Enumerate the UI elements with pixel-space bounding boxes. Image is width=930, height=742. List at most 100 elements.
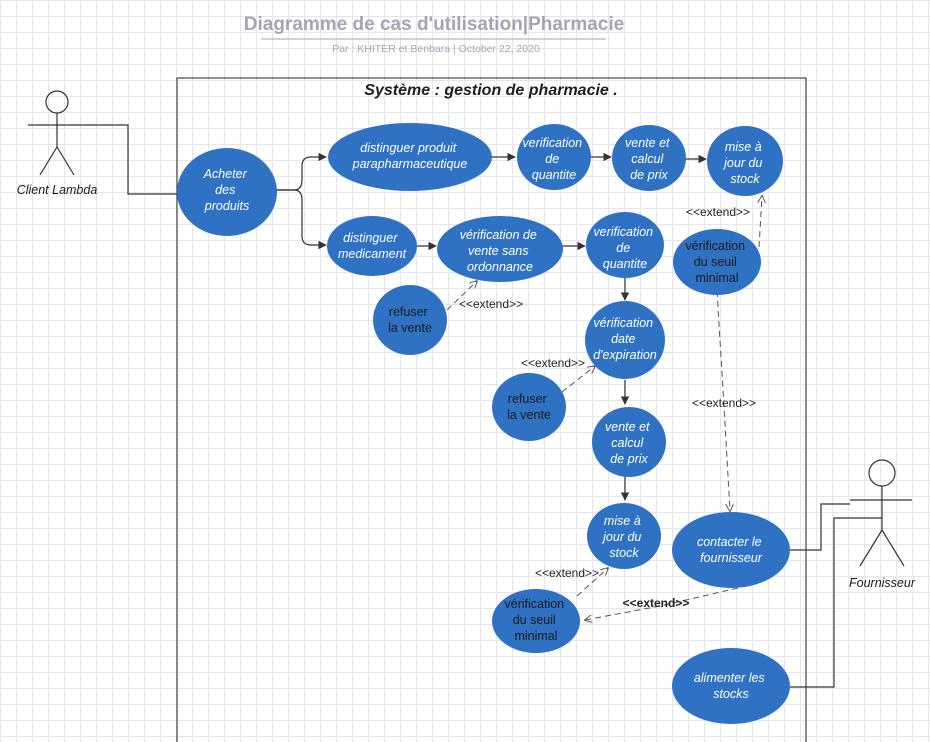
actor-client[interactable]: Client Lambda [17, 90, 98, 197]
extend-refuser-date [561, 366, 595, 393]
use-case-text: verification [593, 225, 653, 239]
actor-fournisseur-label: Fournisseur [849, 576, 916, 590]
use-case-refuser-vente-2[interactable]: refuser la vente [492, 373, 566, 441]
use-case-text: calcul [611, 436, 644, 450]
use-case-text: vérification [504, 597, 564, 611]
diagram-subtitle: Par : KHITER et Benbara | October 22, 20… [332, 43, 540, 55]
use-case-text: jour du [722, 156, 762, 170]
use-case-text: minimal [514, 629, 557, 643]
use-case-text: vente sans [468, 244, 528, 258]
use-case-contacter-fournisseur[interactable]: contacter le fournisseur [672, 512, 790, 588]
extend-label: <<extend>> [623, 596, 690, 610]
use-case-text: verification [522, 136, 582, 150]
system-label: Système : gestion de pharmacie . [364, 82, 617, 99]
use-case-distinguer-parapharmaceutique[interactable]: distinguer produit parapharmaceutique [328, 123, 492, 191]
svg-text:distinguer produit parap: distinguer produit parapharmaceutique [352, 141, 468, 171]
actor-fournisseur-left-leg [859, 529, 883, 567]
svg-text:vente et calcul de: vente et calcul de prix [605, 420, 653, 466]
actor-client-head [45, 90, 69, 114]
svg-text:mise à jour du sto: mise à jour du stock [601, 514, 645, 560]
use-case-text: la vente [507, 408, 551, 422]
use-case-text: alimenter les [694, 671, 765, 685]
use-case-text: vente et [605, 420, 650, 434]
extend-label: <<extend>> [521, 356, 585, 370]
svg-text:Acheter des produi: Acheter des produits [203, 167, 251, 213]
use-case-mise-a-jour-stock-2[interactable]: mise à jour du stock [587, 503, 661, 569]
use-case-vente-calcul-prix-2[interactable]: vente et calcul de prix [592, 407, 666, 477]
diagram-title: Diagramme de cas d'utilisation|Pharmacie [244, 14, 624, 35]
use-case-text: du seuil [694, 255, 737, 269]
use-case-verification-seuil-1[interactable]: vérification du seuil minimal [673, 229, 761, 295]
association-client-acheter [88, 124, 178, 195]
actor-fournisseur[interactable]: Fournisseur [849, 459, 916, 590]
use-case-text: stock [609, 546, 639, 560]
use-case-text: medicament [338, 247, 407, 261]
use-case-verification-seuil-2[interactable]: vérification du seuil minimal [492, 589, 580, 653]
use-case-text: de prix [610, 452, 648, 466]
use-case-verification-date-expiration[interactable]: vérification date d'expiration [585, 301, 665, 379]
use-case-text: du seuil [513, 613, 556, 627]
use-case-text: minimal [695, 271, 738, 285]
use-case-text: refuser [508, 392, 547, 406]
svg-text:distinguer medicament: distinguer medicament [338, 231, 407, 261]
use-case-vente-calcul-prix-1[interactable]: vente et calcul de prix [612, 125, 686, 191]
svg-text:refuser la vente: refuser la vente [507, 392, 551, 422]
use-case-verification-quantite-1[interactable]: verification de quantite [517, 124, 591, 190]
use-case-text: vérification [685, 239, 745, 253]
use-case-text: stock [730, 172, 760, 186]
use-case-text: jour du [601, 530, 641, 544]
use-case-text: de prix [630, 168, 668, 182]
extend-seuil-contacter [716, 290, 730, 511]
use-case-text: des [215, 183, 235, 197]
use-case-text: refuser [389, 305, 428, 319]
use-case-mise-a-jour-stock-1[interactable]: mise à jour du stock [707, 126, 783, 196]
svg-text:verification de qu: verification de quantite [593, 225, 656, 271]
use-case-text: contacter le [697, 535, 762, 549]
use-case-verification-quantite-2[interactable]: verification de quantite [586, 212, 664, 278]
use-case-text: mise à [725, 140, 762, 154]
svg-text:vérification du seuil: vérification du seuil minimal [685, 239, 748, 285]
use-case-text: parapharmaceutique [352, 157, 468, 171]
edge-acheter-distinguer-para [276, 152, 327, 191]
use-case-text: distinguer [343, 231, 398, 245]
extend-label: <<extend>> [692, 396, 756, 410]
use-case-text: produits [204, 199, 249, 213]
use-case-text: Acheter [203, 167, 248, 181]
svg-text:contacter le fournisseur: contacter le fournisseur [697, 535, 765, 565]
use-case-text: vérification [593, 316, 653, 330]
extend-label: <<extend>> [686, 205, 750, 219]
use-case-text: quantite [532, 168, 577, 182]
edge-acheter-distinguer-med [276, 189, 327, 250]
use-case-acheter-produits[interactable]: Acheter des produits [177, 148, 277, 236]
svg-text:verification de qu: verification de quantite [522, 136, 585, 182]
extend-seuil-mise-a-jour-2 [576, 568, 608, 597]
use-case-text: de [616, 241, 630, 255]
use-case-verification-vente-ordonnance[interactable]: vérification de vente sans ordonnance [437, 216, 563, 282]
extend-contacter-seuil [585, 587, 739, 620]
extend-label: <<extend>> [459, 297, 523, 311]
use-case-text: stocks [713, 687, 748, 701]
extend-label: <<extend>> [535, 566, 599, 580]
svg-text:vérification de vente sa: vérification de vente sans ordonnance [460, 228, 541, 274]
use-case-distinguer-medicament[interactable]: distinguer medicament [327, 216, 417, 276]
use-case-refuser-vente-1[interactable]: refuser la vente [373, 285, 447, 355]
use-case-text: la vente [388, 321, 432, 335]
use-case-alimenter-stocks[interactable]: alimenter les stocks [672, 648, 790, 724]
actor-client-left-leg [39, 146, 58, 176]
svg-text:vérification du seuil: vérification du seuil minimal [504, 597, 567, 643]
use-case-text: vente et [625, 136, 670, 150]
association-contacter-fournisseur [790, 503, 850, 551]
svg-text:refuser la vente: refuser la vente [388, 305, 432, 335]
association-alimenter-fournisseur [790, 517, 882, 688]
use-case-text: mise à [604, 514, 641, 528]
svg-text:mise à jour du sto: mise à jour du stock [722, 140, 766, 186]
use-case-text: vérification de [460, 228, 537, 242]
svg-text:alimenter les stocks: alimenter les stocks [694, 671, 768, 701]
actor-fournisseur-right-leg [881, 529, 905, 567]
use-case-text: fournisseur [700, 551, 763, 565]
use-case-text: de [545, 152, 559, 166]
extend-refuser-ordo [446, 281, 477, 311]
actor-client-label: Client Lambda [17, 183, 98, 197]
use-case-text: calcul [631, 152, 664, 166]
